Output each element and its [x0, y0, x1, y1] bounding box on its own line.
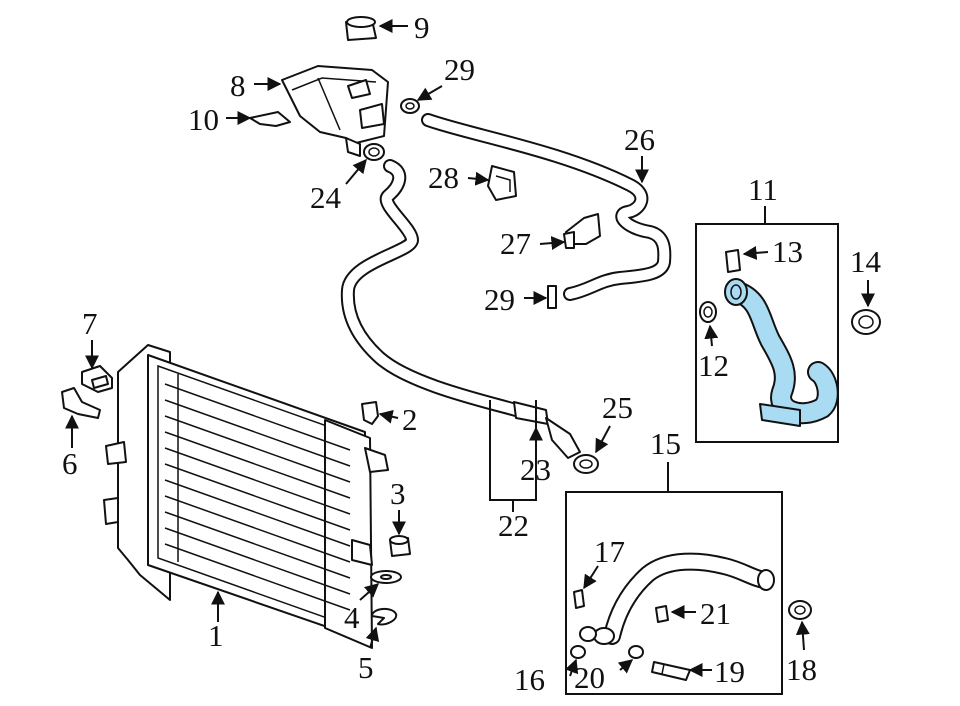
clip-part-2 [361, 401, 379, 425]
callout-labels: 1 2 3 4 5 6 7 8 9 10 11 12 13 14 15 16 1… [62, 10, 882, 697]
washer-part-4 [370, 570, 402, 584]
hose-clamp-24 [363, 143, 385, 161]
coolant-reservoir [281, 65, 389, 157]
callout-21: 21 [700, 596, 731, 631]
callout-2: 2 [402, 402, 418, 437]
callout-25: 25 [602, 390, 633, 425]
callout-9: 9 [414, 10, 430, 45]
callout-18: 18 [786, 652, 817, 687]
callout-10: 10 [188, 102, 219, 137]
coolant-hose-part-15 [579, 552, 775, 645]
callout-7: 7 [82, 306, 98, 341]
callout-29-upper: 29 [444, 52, 475, 87]
callout-19: 19 [714, 654, 745, 689]
hose-clamp-29-upper [400, 98, 420, 114]
callout-15: 15 [650, 426, 681, 461]
callout-22: 22 [498, 508, 529, 543]
callout-23: 23 [520, 452, 551, 487]
callout-3: 3 [390, 476, 406, 511]
o-ring-part-16 [570, 645, 586, 659]
hose-clamp-25 [573, 454, 599, 474]
hose-clamp-28 [487, 165, 517, 201]
callout-14: 14 [850, 244, 882, 279]
bracket-part-6 [61, 387, 101, 419]
callout-1: 1 [208, 618, 224, 653]
kit-box-11 [695, 223, 839, 443]
clip-part-5 [371, 608, 398, 626]
reservoir-bracket [249, 111, 291, 127]
hose-clamp-14 [851, 309, 881, 335]
kit-box-15 [565, 491, 783, 695]
bracket-part-27 [563, 213, 601, 249]
o-ring-part-20 [628, 645, 644, 659]
reservoir-cap [345, 16, 377, 41]
callout-16: 16 [514, 662, 545, 697]
callout-17: 17 [594, 534, 625, 569]
callout-8: 8 [230, 68, 246, 103]
callout-4: 4 [344, 600, 360, 635]
radiator [103, 344, 389, 649]
hose-part-22 [340, 159, 523, 417]
hose-clamp-18 [788, 600, 812, 620]
clip-part-21 [655, 605, 669, 623]
callout-6: 6 [62, 446, 78, 481]
connector-part-23 [513, 401, 581, 459]
radiator-hose-part-11 [699, 249, 839, 427]
callout-20: 20 [574, 660, 605, 695]
bracket-part-7 [81, 365, 113, 393]
callout-26: 26 [624, 122, 655, 157]
hose-part-26 [421, 113, 672, 301]
insulator-part-3 [389, 535, 411, 557]
callout-5: 5 [358, 650, 374, 685]
callout-24: 24 [310, 180, 342, 215]
callout-11: 11 [748, 172, 778, 207]
callout-13: 13 [772, 234, 803, 269]
leader-lines [65, 19, 875, 677]
callout-12: 12 [698, 348, 729, 383]
callout-29-lower: 29 [484, 282, 515, 317]
hose-clip-29-lower [547, 285, 557, 309]
callout-28: 28 [428, 160, 459, 195]
callout-27: 27 [500, 226, 531, 261]
sensor-part-19 [651, 661, 691, 681]
clip-part-17 [573, 589, 585, 609]
